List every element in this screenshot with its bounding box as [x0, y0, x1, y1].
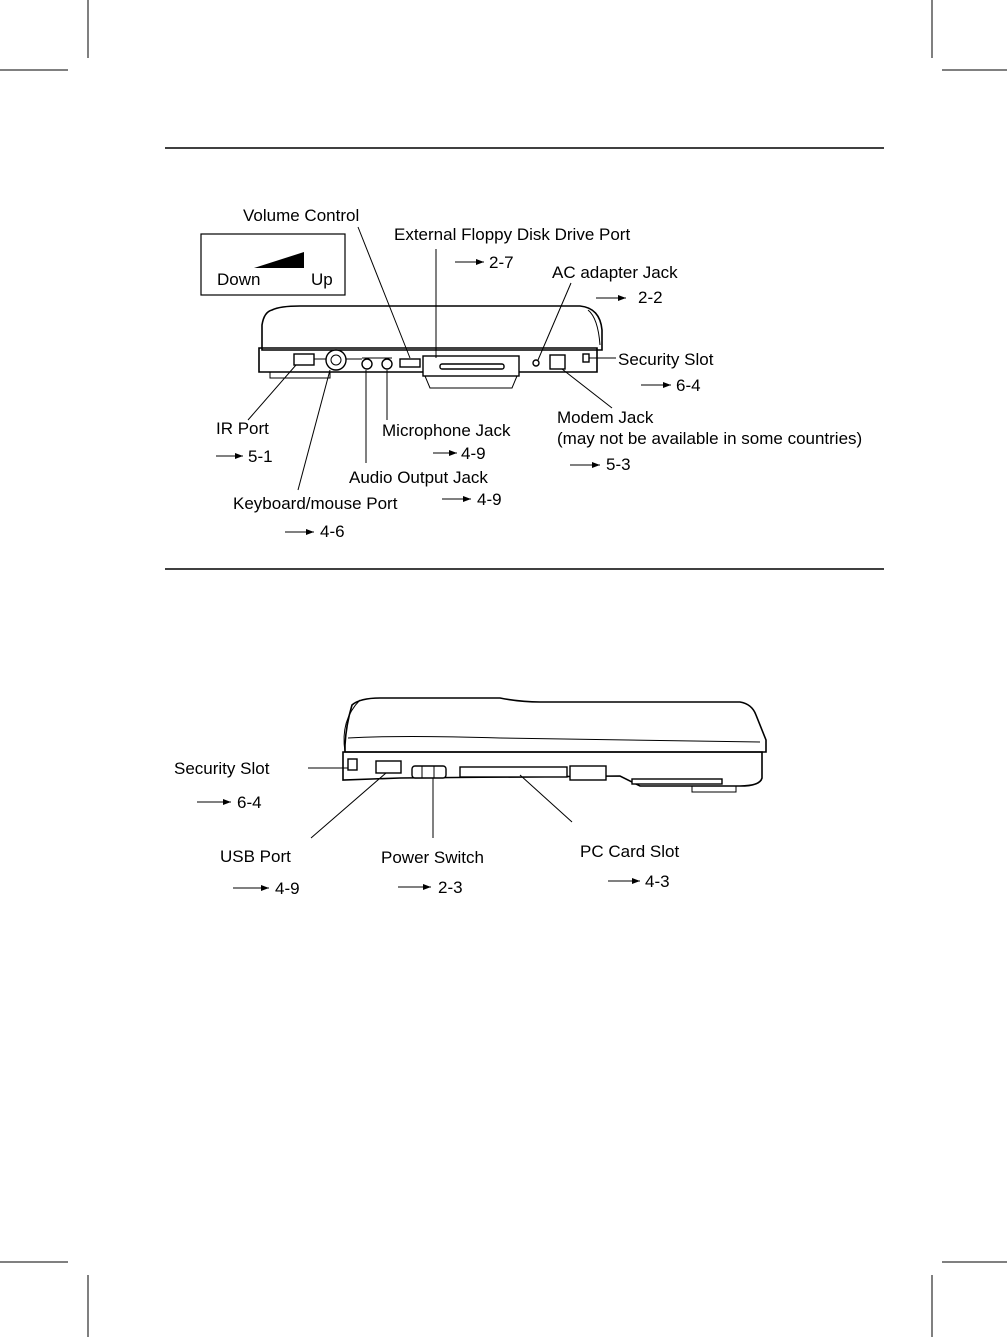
volume-wedge-icon — [254, 252, 304, 268]
laptop-left-side-drawing — [258, 305, 603, 389]
label-pc-card-slot: PC Card Slot — [580, 842, 679, 861]
ref-security-right[interactable]: 6-4 — [237, 793, 262, 812]
label-audio-output: Audio Output Jack — [349, 468, 488, 487]
laptop-right-side-drawing — [342, 697, 767, 793]
leader-lines-top — [247, 226, 616, 491]
label-modem-jack: Modem Jack — [557, 408, 654, 427]
label-security-slot: Security Slot — [618, 350, 714, 369]
label-ac-jack: AC adapter Jack — [552, 263, 678, 282]
label-usb-port: USB Port — [220, 847, 291, 866]
ref-pc-card[interactable]: 4-3 — [645, 872, 670, 891]
label-ir-port: IR Port — [216, 419, 269, 438]
label-keyboard-port: Keyboard/mouse Port — [233, 494, 398, 513]
ref-microphone[interactable]: 4-9 — [461, 444, 486, 463]
ref-ac[interactable]: 2-2 — [638, 288, 663, 307]
leader-lines-bottom — [308, 767, 573, 839]
ref-power[interactable]: 2-3 — [438, 878, 463, 897]
ref-ir[interactable]: 5-1 — [248, 447, 273, 466]
ref-modem[interactable]: 5-3 — [606, 455, 631, 474]
label-microphone-jack: Microphone Jack — [382, 421, 511, 440]
label-volume-control: Volume Control — [243, 206, 359, 225]
ref-usb[interactable]: 4-9 — [275, 879, 300, 898]
label-floppy-port: External Floppy Disk Drive Port — [394, 225, 630, 244]
label-security-slot-right: Security Slot — [174, 759, 270, 778]
volume-up-label: Up — [311, 270, 333, 289]
ref-security[interactable]: 6-4 — [676, 376, 701, 395]
label-modem-note: (may not be available in some countries) — [557, 429, 862, 448]
ref-floppy[interactable]: 2-7 — [489, 253, 514, 272]
label-power-switch: Power Switch — [381, 848, 484, 867]
volume-down-label: Down — [217, 270, 260, 289]
ref-keyboard[interactable]: 4-6 — [320, 522, 345, 541]
volume-legend-box: Down Up — [200, 233, 346, 296]
ref-audio[interactable]: 4-9 — [477, 490, 502, 509]
